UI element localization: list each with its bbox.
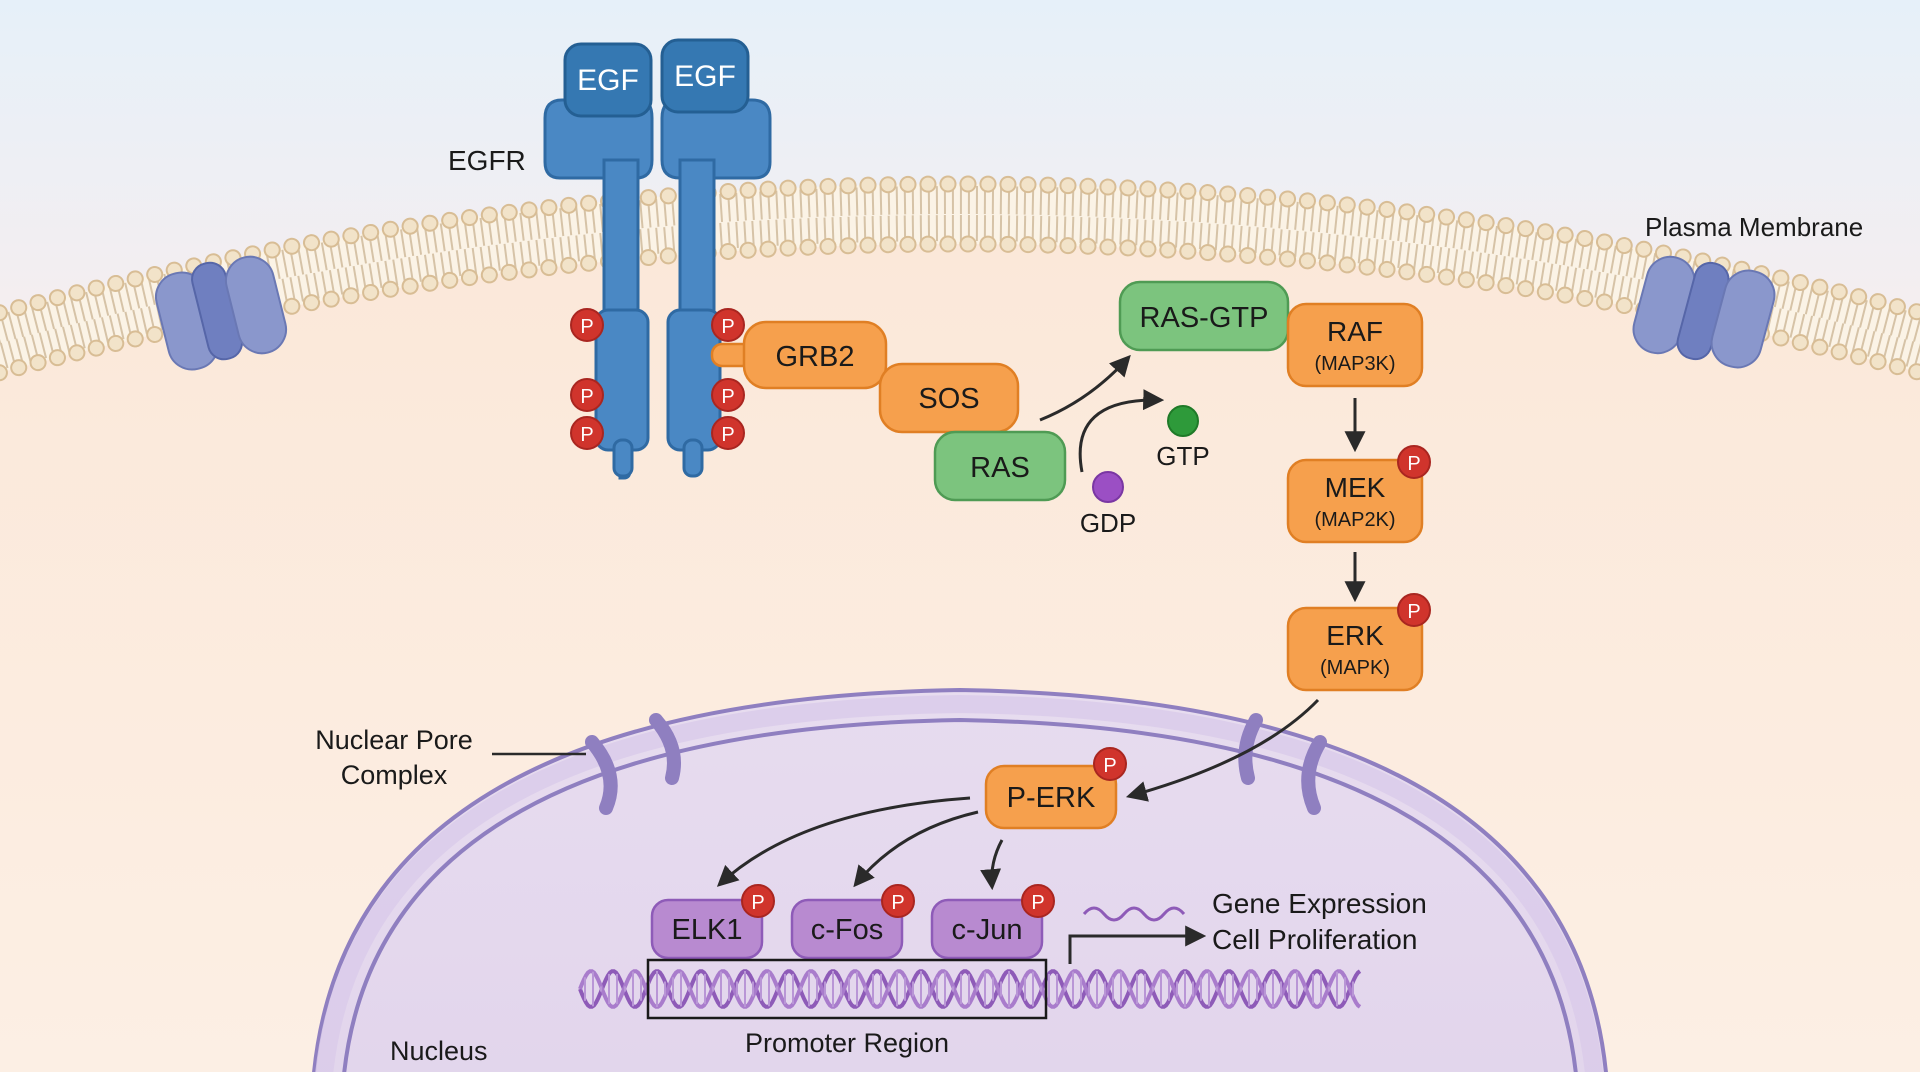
- nuclear-pore-left: [585, 713, 681, 815]
- phospho-badge: P: [570, 308, 604, 342]
- transcription-arrow: [1068, 925, 1207, 964]
- phospho-badge: P: [881, 884, 915, 918]
- mek-label: MEK: [1325, 472, 1386, 503]
- erk-translocation-arrow: [1125, 698, 1320, 802]
- egfr-receptor: [543, 98, 772, 480]
- phospho-badge: P: [1093, 747, 1127, 781]
- cell-proliferation-label: Cell Proliferation: [1212, 924, 1417, 955]
- grb2-adaptor: GRB2: [710, 320, 888, 390]
- erk-label: ERK: [1326, 620, 1384, 651]
- p-erk-to-tf-arrows: [716, 796, 1004, 891]
- elk1-factor: ELK1 P: [650, 884, 775, 960]
- svg-text:P: P: [721, 424, 734, 446]
- grb2-label: GRB2: [776, 341, 855, 373]
- phospho-badge: P: [741, 884, 775, 918]
- plasma-membrane-label: Plasma Membrane: [1645, 212, 1863, 242]
- promoter-region-box: [646, 958, 1048, 1020]
- gene-expression-label: Gene Expression: [1212, 888, 1427, 919]
- dna-double-helix: [578, 969, 1362, 1009]
- svg-text:P: P: [751, 892, 764, 914]
- raf-label: RAF: [1327, 316, 1383, 347]
- egf-ligand-left: EGF: [563, 42, 653, 118]
- gdp-molecule: GDP: [1080, 471, 1136, 538]
- erk-kinase: ERK (MAPK) P: [1286, 593, 1431, 692]
- gtp-molecule: GTP: [1156, 405, 1210, 471]
- nucleus-label: Nucleus: [390, 1036, 488, 1066]
- gtp-label: GTP: [1156, 441, 1209, 471]
- phospho-badge: P: [711, 308, 745, 342]
- svg-text:P: P: [580, 316, 593, 338]
- mek-kinase: MEK (MAP2K) P: [1286, 445, 1431, 544]
- sos-label: SOS: [918, 383, 979, 415]
- phospho-badge: P: [1397, 593, 1431, 627]
- svg-text:P: P: [721, 316, 734, 338]
- elk1-label: ELK1: [672, 914, 743, 946]
- erk-sublabel: (MAPK): [1320, 657, 1390, 679]
- membrane-channel-left: [154, 255, 288, 371]
- egf-left-label: EGF: [577, 64, 639, 97]
- ras-gtpase: RAS: [933, 430, 1067, 502]
- ras-gtp-complex: RAS-GTP: [1118, 280, 1290, 352]
- egf-right-label: EGF: [674, 60, 736, 93]
- svg-text:P: P: [580, 424, 593, 446]
- egfr-label: EGFR: [448, 145, 526, 176]
- phospho-badge: P: [1021, 884, 1055, 918]
- phospho-badge: P: [711, 378, 745, 412]
- ras-gtp-label: RAS-GTP: [1140, 302, 1269, 334]
- nucleotide-exchange-arrows: [1039, 354, 1165, 473]
- mrna-icon: [1082, 906, 1186, 922]
- p-erk: P-ERK P: [984, 747, 1127, 830]
- egf-ligand-right: EGF: [660, 38, 750, 114]
- cfos-label: c-Fos: [811, 914, 884, 946]
- svg-text:P: P: [891, 892, 904, 914]
- gdp-label: GDP: [1080, 508, 1136, 538]
- svg-text:P: P: [580, 386, 593, 408]
- phospho-badge: P: [570, 378, 604, 412]
- ras-label: RAS: [970, 452, 1030, 484]
- cjun-label: c-Jun: [952, 914, 1023, 946]
- cjun-factor: c-Jun P: [930, 884, 1055, 960]
- p-erk-label: P-ERK: [1007, 782, 1096, 814]
- phospho-badge: P: [1397, 445, 1431, 479]
- svg-text:P: P: [721, 386, 734, 408]
- svg-text:P: P: [1103, 755, 1116, 777]
- raf-kinase: RAF (MAP3K): [1286, 302, 1424, 388]
- cfos-factor: c-Fos P: [790, 884, 915, 960]
- svg-text:P: P: [1031, 892, 1044, 914]
- nuclear-pore-label-line2: Complex: [341, 760, 448, 790]
- mek-sublabel: (MAP2K): [1314, 509, 1395, 531]
- nucleus: [312, 687, 1608, 1072]
- phospho-badge: P: [711, 416, 745, 450]
- phospho-badge: P: [570, 416, 604, 450]
- sos-adaptor: SOS: [878, 362, 1020, 434]
- nuclear-pore-label-line1: Nuclear Pore: [315, 725, 473, 755]
- raf-sublabel: (MAP3K): [1314, 353, 1395, 375]
- svg-text:P: P: [1407, 601, 1420, 623]
- membrane-channel-right: [1632, 255, 1776, 369]
- nuclear-pore-right: [1238, 713, 1327, 815]
- receptor-phosphates: P P P P P P: [570, 308, 745, 450]
- promoter-region-label: Promoter Region: [745, 1028, 949, 1058]
- svg-text:P: P: [1407, 453, 1420, 475]
